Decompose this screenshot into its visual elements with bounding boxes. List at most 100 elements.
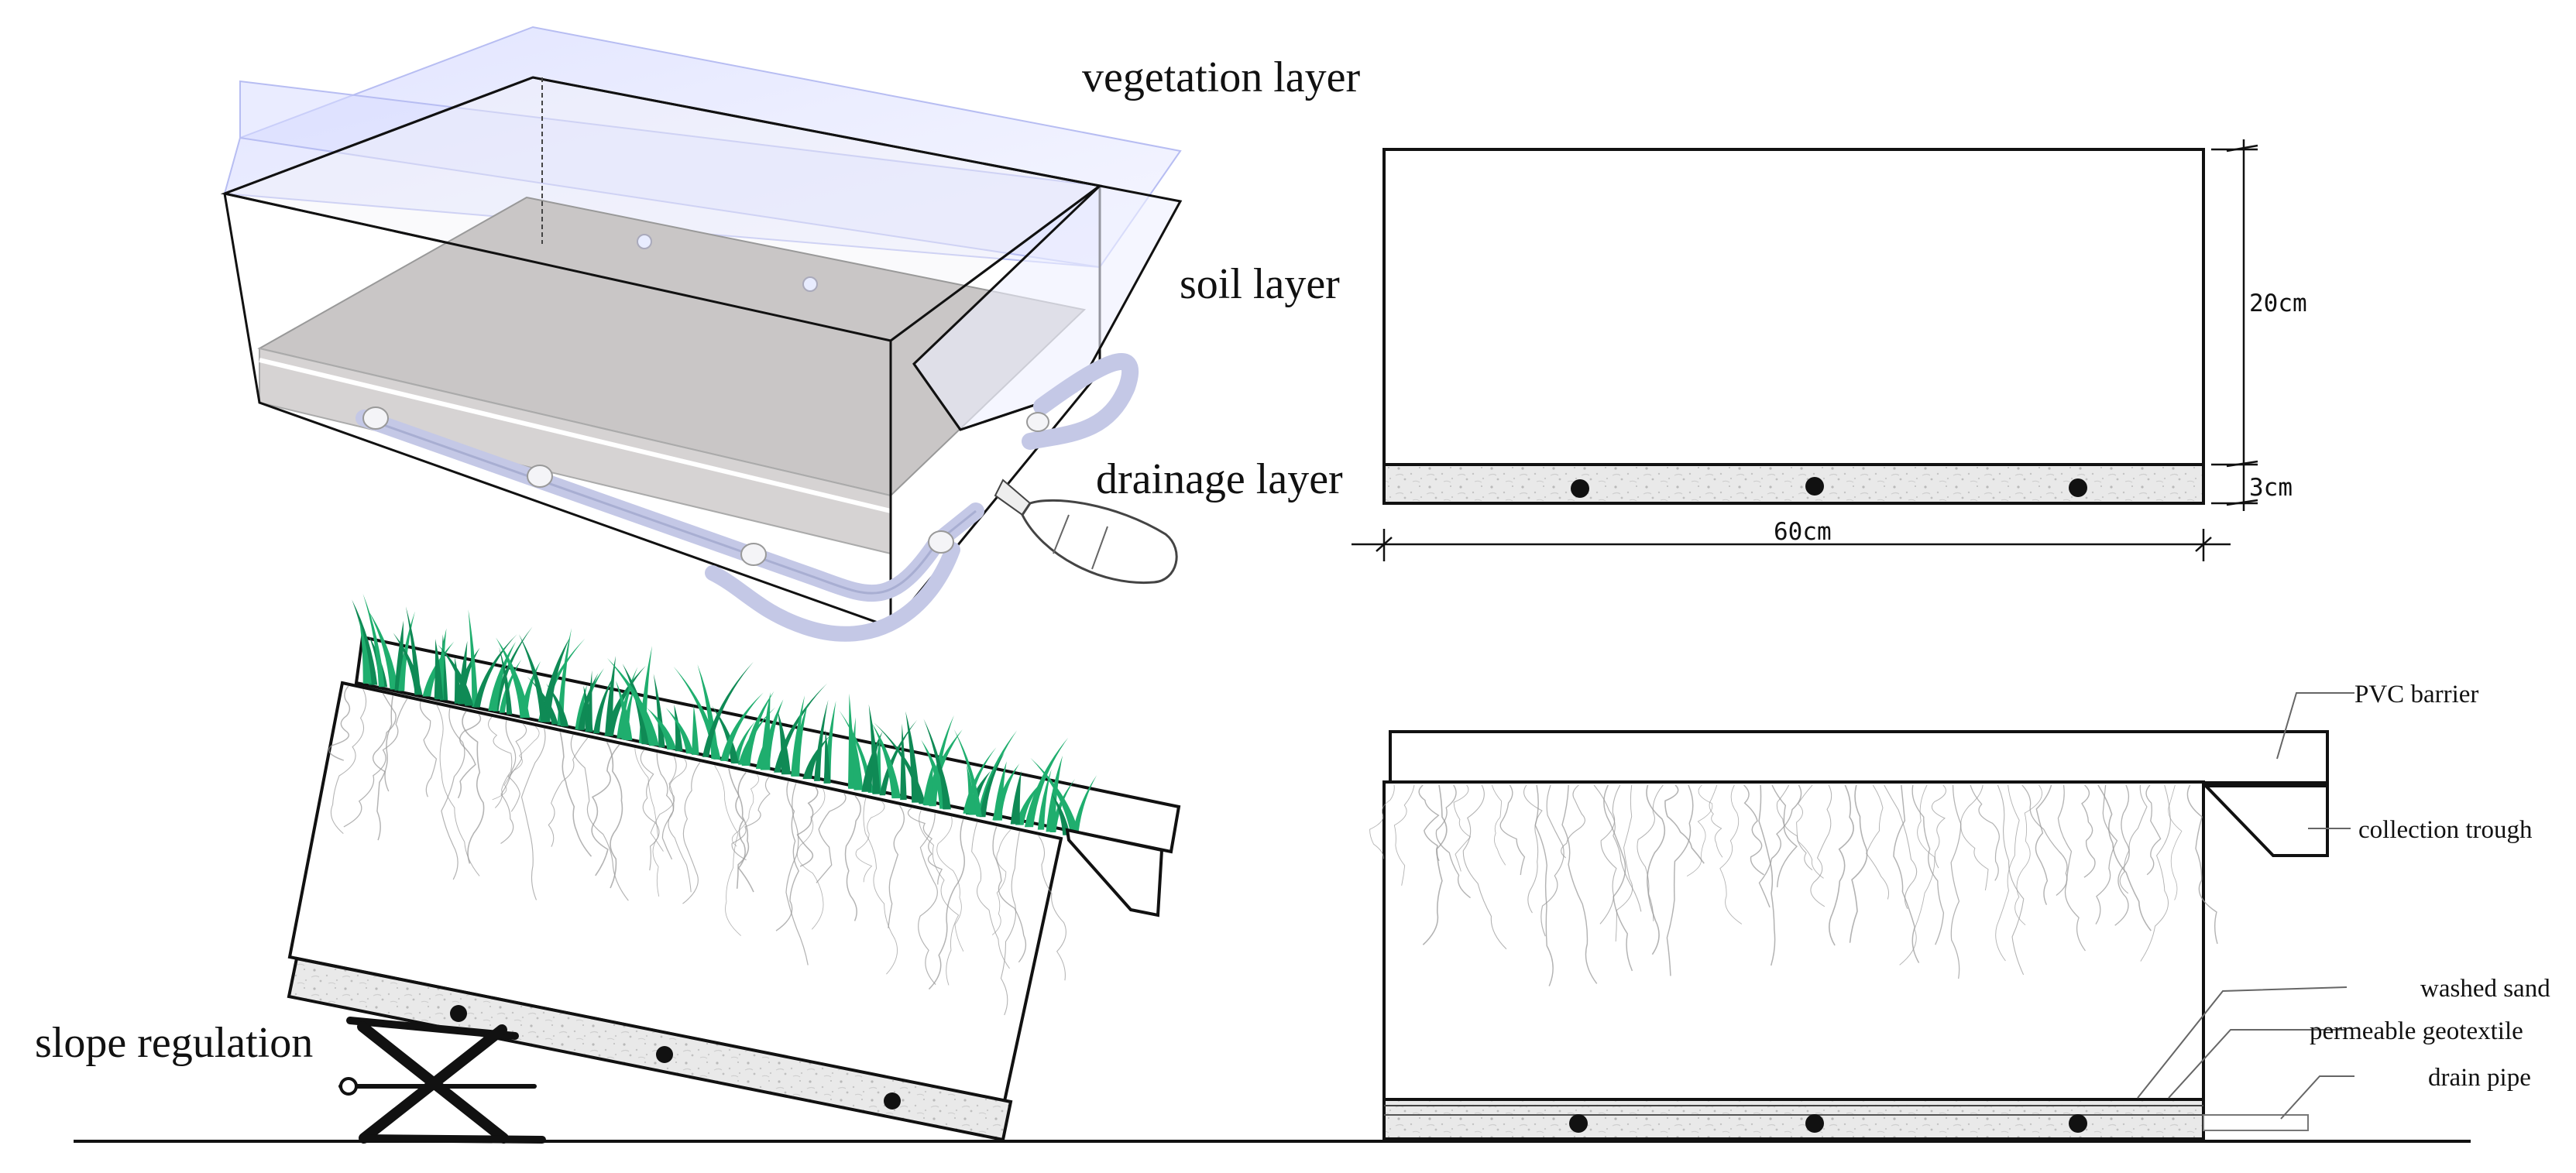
soil-layer-detailed <box>1382 780 2205 1101</box>
drain-hole <box>2069 1114 2087 1133</box>
grass-blade <box>2107 103 2132 149</box>
vegetation-layer-label: vegetation layer <box>1082 53 1361 101</box>
root-strand <box>1422 784 1448 945</box>
root-strand <box>796 788 826 930</box>
root-strand <box>656 753 674 860</box>
cross-section-top <box>1352 44 2258 561</box>
isometric-box-3d <box>220 26 1183 642</box>
root-strand <box>1810 784 1832 907</box>
grass-blade <box>1761 62 1798 149</box>
root-system-tilted <box>328 685 1066 1016</box>
grass-blade <box>520 660 541 718</box>
grass-blade <box>1967 53 1990 149</box>
grass-blade <box>1881 60 1901 149</box>
grass-blade <box>1787 68 1829 149</box>
grass-blade <box>1554 70 1575 149</box>
grass-blade <box>1430 82 1447 149</box>
root-strand <box>888 805 905 928</box>
grass-blade <box>823 729 831 784</box>
grass-blade <box>1442 80 1464 149</box>
grass-blade <box>422 641 455 697</box>
grass-blade <box>1581 83 1595 149</box>
root-strand <box>971 821 1010 969</box>
root-strand <box>2168 784 2183 900</box>
grass-blade <box>1750 51 1762 149</box>
grass-blade <box>1997 70 2032 149</box>
root-strand <box>855 801 885 883</box>
grass-blade <box>1764 86 1800 149</box>
grass-blade <box>1880 97 1911 149</box>
grass-blade <box>711 705 739 763</box>
grass-blade <box>1612 90 1627 149</box>
slope-regulation-label: slope regulation <box>35 1019 313 1067</box>
soil-layer-label: soil layer <box>1180 260 1340 308</box>
grass-blade <box>1515 50 1575 149</box>
grass-blade <box>1519 50 1554 149</box>
root-strand <box>908 808 943 885</box>
root-strand <box>1418 784 1440 862</box>
grass-blade <box>1391 59 1423 149</box>
grass-blade <box>1905 78 1948 149</box>
grass-blade <box>1516 74 1537 149</box>
grass-blade <box>1051 793 1070 835</box>
grass-blade <box>527 676 558 725</box>
grass-blade <box>2089 102 2106 149</box>
grass-blade <box>1990 55 2009 149</box>
grass-blade <box>2008 47 2019 149</box>
vegetation-grass-tilted <box>352 593 1097 838</box>
grass-blade <box>1684 70 1694 149</box>
grass-blade <box>604 665 646 736</box>
grass-blade <box>616 681 633 741</box>
drainage-layer-rect <box>1382 463 2205 505</box>
root-strand <box>1637 784 1664 921</box>
grass-blade <box>2004 73 2018 149</box>
root-strand <box>1664 784 1705 864</box>
washed-sand-label: washed sand <box>2420 975 2550 1003</box>
grass-blade <box>1808 68 1836 149</box>
root-strand <box>919 810 960 986</box>
grass-blade <box>369 611 399 690</box>
grass-blade <box>2039 98 2051 149</box>
grass-blade <box>1609 86 1615 149</box>
grass-blade <box>922 761 935 805</box>
root-strand <box>991 829 1012 935</box>
grass-blade <box>454 647 480 704</box>
root-strand <box>928 819 965 990</box>
grass-blade <box>468 609 479 708</box>
root-strand <box>1603 784 1633 972</box>
grass-blade <box>741 691 775 766</box>
root-strand <box>731 777 771 861</box>
grass-blade <box>879 719 918 796</box>
grass-blade <box>1805 46 1815 149</box>
grass-blade <box>2081 60 2090 149</box>
root-strand <box>436 705 480 876</box>
grass-blade <box>405 606 421 695</box>
grass-blade <box>1616 74 1643 149</box>
grass-blade <box>557 628 572 725</box>
grass-blade <box>575 684 588 730</box>
root-strand <box>1950 784 1962 979</box>
grass-blade <box>2166 76 2200 149</box>
grass-blade <box>993 761 1007 821</box>
grass-blade <box>499 647 513 715</box>
grass-blade <box>1795 55 1830 149</box>
grass-blade <box>1903 92 1915 149</box>
grass-blade <box>934 749 951 810</box>
root-strand <box>785 783 809 965</box>
grass-blade <box>2086 53 2138 149</box>
root-strand <box>1829 784 1854 946</box>
drain-pipe-side-3d <box>1022 353 1139 450</box>
grass-blade <box>774 683 828 773</box>
root-strand <box>1893 784 1920 963</box>
tilted-box <box>287 593 1181 1144</box>
root-strand <box>1646 784 1666 955</box>
drain-hole <box>1571 479 1589 498</box>
grass-blade <box>438 644 474 706</box>
root-strand <box>1435 784 1471 899</box>
drainage-layer-label: drainage layer <box>1096 455 1343 503</box>
grass-blade <box>814 699 829 781</box>
root-strand <box>488 716 513 808</box>
grass-blade <box>1458 44 1498 149</box>
grass-blade <box>1757 56 1776 149</box>
